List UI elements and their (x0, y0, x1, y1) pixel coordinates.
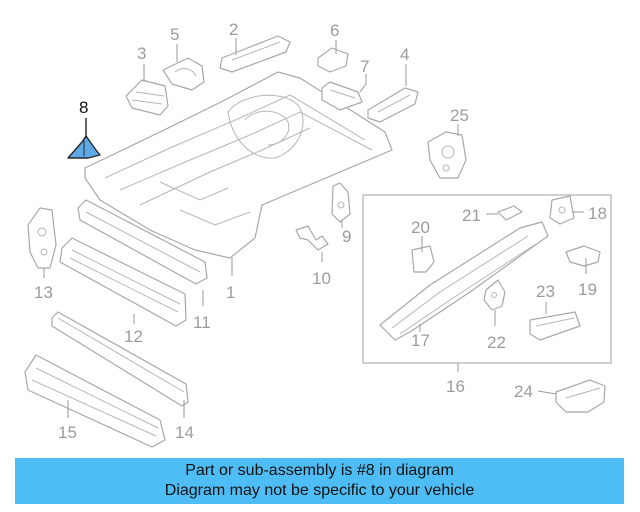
callout-3: 3 (137, 44, 146, 63)
part-19[interactable] (565, 245, 601, 267)
part-22[interactable] (483, 279, 506, 311)
part-24[interactable] (555, 379, 606, 413)
callout-7: 7 (360, 57, 369, 76)
callout-2: 2 (229, 20, 238, 39)
exploded-parts-diagram: 1 2 3 4 5 6 7 8 9 10 11 12 13 14 15 16 1… (24, 20, 612, 448)
part-23[interactable] (529, 311, 581, 341)
callout-16: 16 (446, 377, 465, 396)
callout-22: 22 (487, 333, 506, 352)
callout-14: 14 (175, 423, 194, 442)
callout-13: 13 (34, 283, 53, 302)
part-2[interactable] (219, 35, 291, 73)
part-14[interactable] (51, 311, 189, 407)
callout-12: 12 (124, 327, 143, 346)
info-banner: Part or sub-assembly is #8 in diagram Di… (15, 458, 624, 504)
callout-25: 25 (450, 106, 469, 125)
callout-24: 24 (514, 382, 533, 401)
part-7[interactable] (321, 81, 363, 111)
callout-15: 15 (58, 423, 77, 442)
floor-pan-part-1[interactable] (84, 71, 393, 259)
callout-18: 18 (588, 204, 607, 223)
part-13[interactable] (27, 207, 57, 269)
leader-lines (43, 38, 587, 418)
callout-21: 21 (462, 206, 481, 225)
part-21[interactable] (497, 205, 523, 221)
callout-10: 10 (312, 269, 331, 288)
part-25[interactable] (427, 131, 467, 179)
part-17[interactable] (379, 221, 549, 341)
callout-6: 6 (330, 21, 339, 40)
part-4[interactable] (367, 87, 419, 123)
part-10[interactable] (295, 225, 329, 251)
part-3[interactable] (125, 79, 169, 116)
callout-11: 11 (193, 313, 211, 332)
part-9[interactable] (331, 182, 351, 223)
part-15[interactable] (24, 354, 166, 448)
callout-labels: 1 2 3 4 5 6 7 8 9 10 11 12 13 14 15 16 1… (34, 20, 607, 442)
part-16-assembly-box[interactable] (362, 194, 612, 364)
callout-8: 8 (79, 98, 88, 117)
callout-17: 17 (411, 331, 430, 350)
callout-4: 4 (400, 45, 409, 64)
part-18[interactable] (549, 195, 575, 225)
part-5[interactable] (162, 57, 205, 91)
part-20[interactable] (411, 245, 435, 273)
callout-9: 9 (342, 227, 351, 246)
part-11[interactable] (77, 199, 208, 285)
callout-1: 1 (226, 283, 235, 302)
part-8-highlighted[interactable] (67, 135, 101, 159)
callout-5: 5 (170, 25, 179, 44)
callout-23: 23 (536, 282, 555, 301)
part-6[interactable] (317, 47, 349, 73)
part-12[interactable] (59, 237, 187, 327)
banner-line-part: Part or sub-assembly is #8 in diagram (185, 462, 454, 479)
banner-line-disclaimer: Diagram may not be specific to your vehi… (164, 482, 475, 499)
callout-19: 19 (578, 280, 597, 299)
callout-20: 20 (411, 218, 430, 237)
